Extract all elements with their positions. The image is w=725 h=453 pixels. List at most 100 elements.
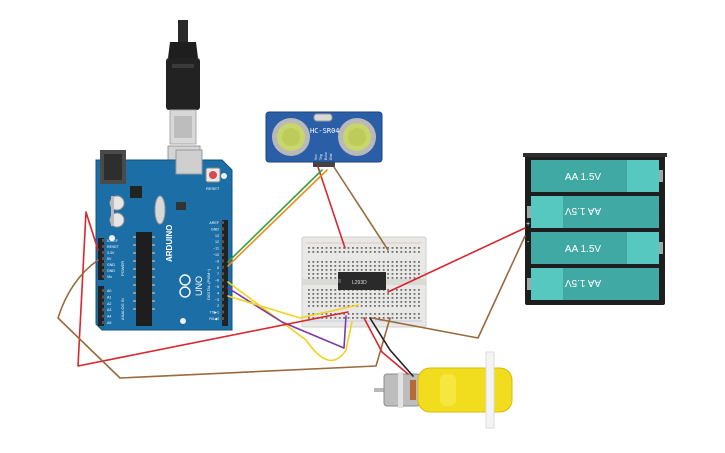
breadboard-hole[interactable] <box>382 251 385 253</box>
breadboard-hole[interactable] <box>374 301 376 303</box>
breadboard-hole[interactable] <box>400 247 403 249</box>
breadboard-hole[interactable] <box>409 265 411 267</box>
breadboard-hole[interactable] <box>404 277 407 279</box>
breadboard-hole[interactable] <box>325 297 328 299</box>
header-pin[interactable] <box>221 240 224 244</box>
breadboard-hole[interactable] <box>321 293 323 295</box>
breadboard-hole[interactable] <box>369 247 372 249</box>
breadboard-hole[interactable] <box>400 301 403 303</box>
breadboard-hole[interactable] <box>330 301 332 303</box>
breadboard-hole[interactable] <box>387 265 389 267</box>
breadboard-hole[interactable] <box>387 317 389 319</box>
breadboard-hole[interactable] <box>418 293 420 295</box>
breadboard-hole[interactable] <box>409 261 411 263</box>
breadboard-hole[interactable] <box>404 301 407 303</box>
breadboard-hole[interactable] <box>382 317 385 319</box>
breadboard-hole[interactable] <box>316 265 319 267</box>
breadboard-hole[interactable] <box>321 277 323 279</box>
breadboard-hole[interactable] <box>325 269 328 271</box>
breadboard-hole[interactable] <box>400 313 403 315</box>
breadboard-hole[interactable] <box>409 317 411 319</box>
breadboard-hole[interactable] <box>321 261 323 263</box>
breadboard-hole[interactable] <box>391 261 394 263</box>
header-pin[interactable] <box>102 239 105 242</box>
breadboard-hole[interactable] <box>396 313 398 315</box>
breadboard-hole[interactable] <box>338 317 341 319</box>
breadboard-hole[interactable] <box>347 297 350 299</box>
breadboard-hole[interactable] <box>404 305 407 307</box>
breadboard-hole[interactable] <box>330 261 332 263</box>
breadboard-hole[interactable] <box>396 277 398 279</box>
breadboard-hole[interactable] <box>338 293 341 295</box>
breadboard-hole[interactable] <box>343 305 345 307</box>
breadboard-hole[interactable] <box>409 313 411 315</box>
breadboard-hole[interactable] <box>374 305 376 307</box>
breadboard-hole[interactable] <box>413 301 416 303</box>
header-pin[interactable] <box>221 246 224 250</box>
breadboard-hole[interactable] <box>316 297 319 299</box>
breadboard-hole[interactable] <box>418 317 420 319</box>
breadboard-hole[interactable] <box>330 313 332 315</box>
breadboard-hole[interactable] <box>356 297 359 299</box>
breadboard-hole[interactable] <box>330 277 332 279</box>
breadboard-hole[interactable] <box>396 289 398 291</box>
breadboard-hole[interactable] <box>334 277 337 279</box>
breadboard-hole[interactable] <box>387 313 389 315</box>
breadboard-hole[interactable] <box>330 251 332 253</box>
breadboard-hole[interactable] <box>360 265 363 267</box>
breadboard-hole[interactable] <box>396 293 398 295</box>
breadboard-hole[interactable] <box>338 269 341 271</box>
breadboard-hole[interactable] <box>347 247 350 249</box>
header-pin[interactable] <box>102 275 105 278</box>
breadboard-hole[interactable] <box>413 269 416 271</box>
breadboard-hole[interactable] <box>413 289 416 291</box>
breadboard-hole[interactable] <box>404 247 407 249</box>
breadboard-hole[interactable] <box>378 317 381 319</box>
breadboard-hole[interactable] <box>338 301 341 303</box>
breadboard-hole[interactable] <box>334 301 337 303</box>
breadboard-hole[interactable] <box>369 301 372 303</box>
breadboard-hole[interactable] <box>365 265 367 267</box>
breadboard-hole[interactable] <box>404 261 407 263</box>
breadboard-hole[interactable] <box>413 305 416 307</box>
breadboard-hole[interactable] <box>400 289 403 291</box>
breadboard-hole[interactable] <box>391 313 394 315</box>
breadboard-hole[interactable] <box>387 301 389 303</box>
breadboard-hole[interactable] <box>378 297 381 299</box>
breadboard-hole[interactable] <box>374 269 376 271</box>
breadboard-hole[interactable] <box>396 247 398 249</box>
breadboard-hole[interactable] <box>334 265 337 267</box>
breadboard-hole[interactable] <box>312 297 315 299</box>
breadboard-hole[interactable] <box>321 313 323 315</box>
breadboard-hole[interactable] <box>400 297 403 299</box>
breadboard-hole[interactable] <box>352 261 354 263</box>
breadboard-hole[interactable] <box>391 305 394 307</box>
header-pin[interactable] <box>221 285 224 288</box>
breadboard-hole[interactable] <box>325 301 328 303</box>
breadboard-hole[interactable] <box>374 293 376 295</box>
breadboard-hole[interactable] <box>404 269 407 271</box>
breadboard-hole[interactable] <box>308 273 310 275</box>
breadboard-hole[interactable] <box>387 293 389 295</box>
breadboard-hole[interactable] <box>308 301 310 303</box>
breadboard-hole[interactable] <box>413 317 416 319</box>
breadboard-hole[interactable] <box>316 261 319 263</box>
breadboard-hole[interactable] <box>308 269 310 271</box>
breadboard-hole[interactable] <box>413 277 416 279</box>
breadboard-hole[interactable] <box>343 251 345 253</box>
breadboard-hole[interactable] <box>409 293 411 295</box>
breadboard-hole[interactable] <box>391 297 394 299</box>
breadboard-hole[interactable] <box>374 247 376 249</box>
breadboard-hole[interactable] <box>378 305 381 307</box>
breadboard-hole[interactable] <box>316 293 319 295</box>
header-pin[interactable] <box>102 295 105 299</box>
breadboard-hole[interactable] <box>325 305 328 307</box>
breadboard-hole[interactable] <box>312 313 315 315</box>
breadboard-hole[interactable] <box>360 251 363 253</box>
breadboard-hole[interactable] <box>325 293 328 295</box>
breadboard-hole[interactable] <box>391 265 394 267</box>
breadboard-hole[interactable] <box>396 273 398 275</box>
breadboard-hole[interactable] <box>330 269 332 271</box>
breadboard-hole[interactable] <box>330 247 332 249</box>
breadboard-hole[interactable] <box>387 261 389 263</box>
